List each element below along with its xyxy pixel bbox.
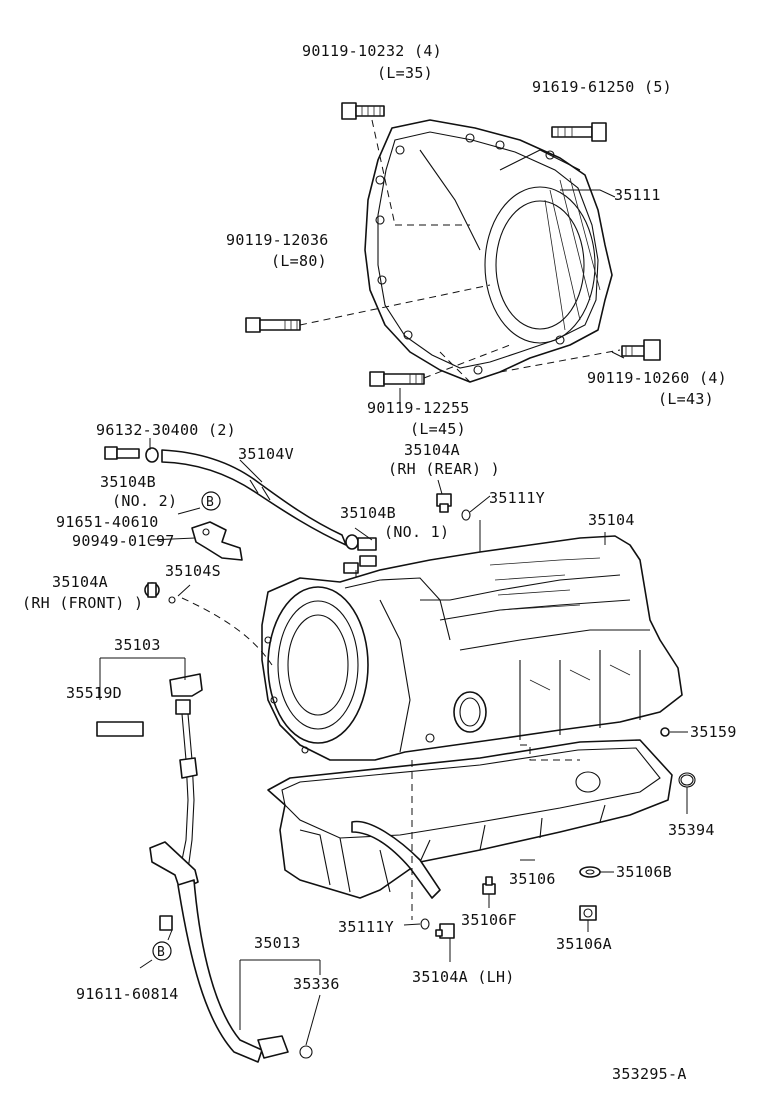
label-35519d: 35519D xyxy=(66,684,122,702)
plug-35106a-drawing xyxy=(579,905,597,921)
plug-35104a-rh-rear-drawing xyxy=(436,493,452,513)
union-35104b-no1-drawing xyxy=(343,534,377,574)
label-35159: 35159 xyxy=(690,723,737,741)
label-90119-10232-length: (L=35) xyxy=(377,64,433,82)
bolt-90119-12255-drawing xyxy=(369,371,425,387)
gauge-dipstick-drawing xyxy=(169,673,203,871)
label-35013: 35013 xyxy=(254,934,301,952)
label-35103: 35103 xyxy=(114,636,161,654)
bolt-91619-61250-drawing xyxy=(551,122,607,142)
label-90119-12036: 90119-12036 xyxy=(226,231,329,249)
label-35104b-no2: 35104B xyxy=(100,473,156,491)
diagram-id: 353295-A xyxy=(612,1065,687,1083)
label-35104b-no1: 35104B xyxy=(340,504,396,522)
label-90119-12255: 90119-12255 xyxy=(367,399,470,417)
label-35104a-rh-front-note: (RH (FRONT) ) xyxy=(22,594,143,612)
label-91611-60814: 91611-60814 xyxy=(76,985,179,1003)
label-35104a-rh-front: 35104A xyxy=(52,573,108,591)
label-35111: 35111 xyxy=(614,186,661,204)
oil-pan-drawing xyxy=(267,739,673,899)
plug-35104a-rh-front-drawing xyxy=(144,582,176,604)
label-35394: 35394 xyxy=(668,821,715,839)
label-91619-61250: 91619-61250 (5) xyxy=(532,78,672,96)
guide-tube-drawing xyxy=(149,841,289,1063)
label-90949-01c97: 90949-01C97 xyxy=(72,532,175,550)
bolt-90119-10260-drawing xyxy=(621,339,661,361)
marker-b-top: B xyxy=(206,495,214,510)
label-35336: 35336 xyxy=(293,975,340,993)
label-35104a-rh-rear-note: (RH (REAR) ) xyxy=(388,460,500,478)
label-35104b-no1-note: (NO. 1) xyxy=(384,523,449,541)
label-35111y-top: 35111Y xyxy=(489,489,545,507)
tube-35519d-drawing xyxy=(96,721,144,737)
label-90119-10260: 90119-10260 (4) xyxy=(587,369,727,387)
marker-b-bottom: B xyxy=(157,945,165,960)
label-35104v: 35104V xyxy=(238,445,294,463)
label-90119-12255-length: (L=45) xyxy=(410,420,466,438)
label-35111y-bottom: 35111Y xyxy=(338,918,394,936)
label-35106f: 35106F xyxy=(461,911,517,929)
marker-b-circle-top: B xyxy=(201,491,221,511)
label-90119-12036-length: (L=80) xyxy=(271,252,327,270)
bolt-90119-12036-drawing xyxy=(245,317,301,333)
union-35104b-no2-drawing xyxy=(104,446,159,463)
label-96132-30400: 96132-30400 (2) xyxy=(96,421,236,439)
hose-35104v-drawing xyxy=(161,449,347,546)
label-91651-40610: 91651-40610 xyxy=(56,513,159,531)
label-90119-10260-length: (L=43) xyxy=(658,390,714,408)
bolt-90119-10232-drawing xyxy=(341,102,385,120)
label-35104: 35104 xyxy=(588,511,635,529)
label-35104s: 35104S xyxy=(165,562,221,580)
clamp-90949-01c97-drawing xyxy=(191,521,243,561)
label-35104a-rh-rear: 35104A xyxy=(404,441,460,459)
label-90119-10232: 90119-10232 (4) xyxy=(302,42,442,60)
transmission-housing-drawing xyxy=(364,119,613,383)
plug-35104a-lh-drawing xyxy=(435,923,455,939)
label-35104a-lh: 35104A (LH) xyxy=(412,968,515,986)
transmission-case-drawing xyxy=(261,535,683,761)
label-35106a: 35106A xyxy=(556,935,612,953)
label-35104b-no2-note: (NO. 2) xyxy=(112,492,177,510)
label-35106b: 35106B xyxy=(616,863,672,881)
marker-b-circle-bottom: B xyxy=(152,941,172,961)
bolt-35106f-drawing xyxy=(482,876,496,895)
label-35106: 35106 xyxy=(509,870,556,888)
